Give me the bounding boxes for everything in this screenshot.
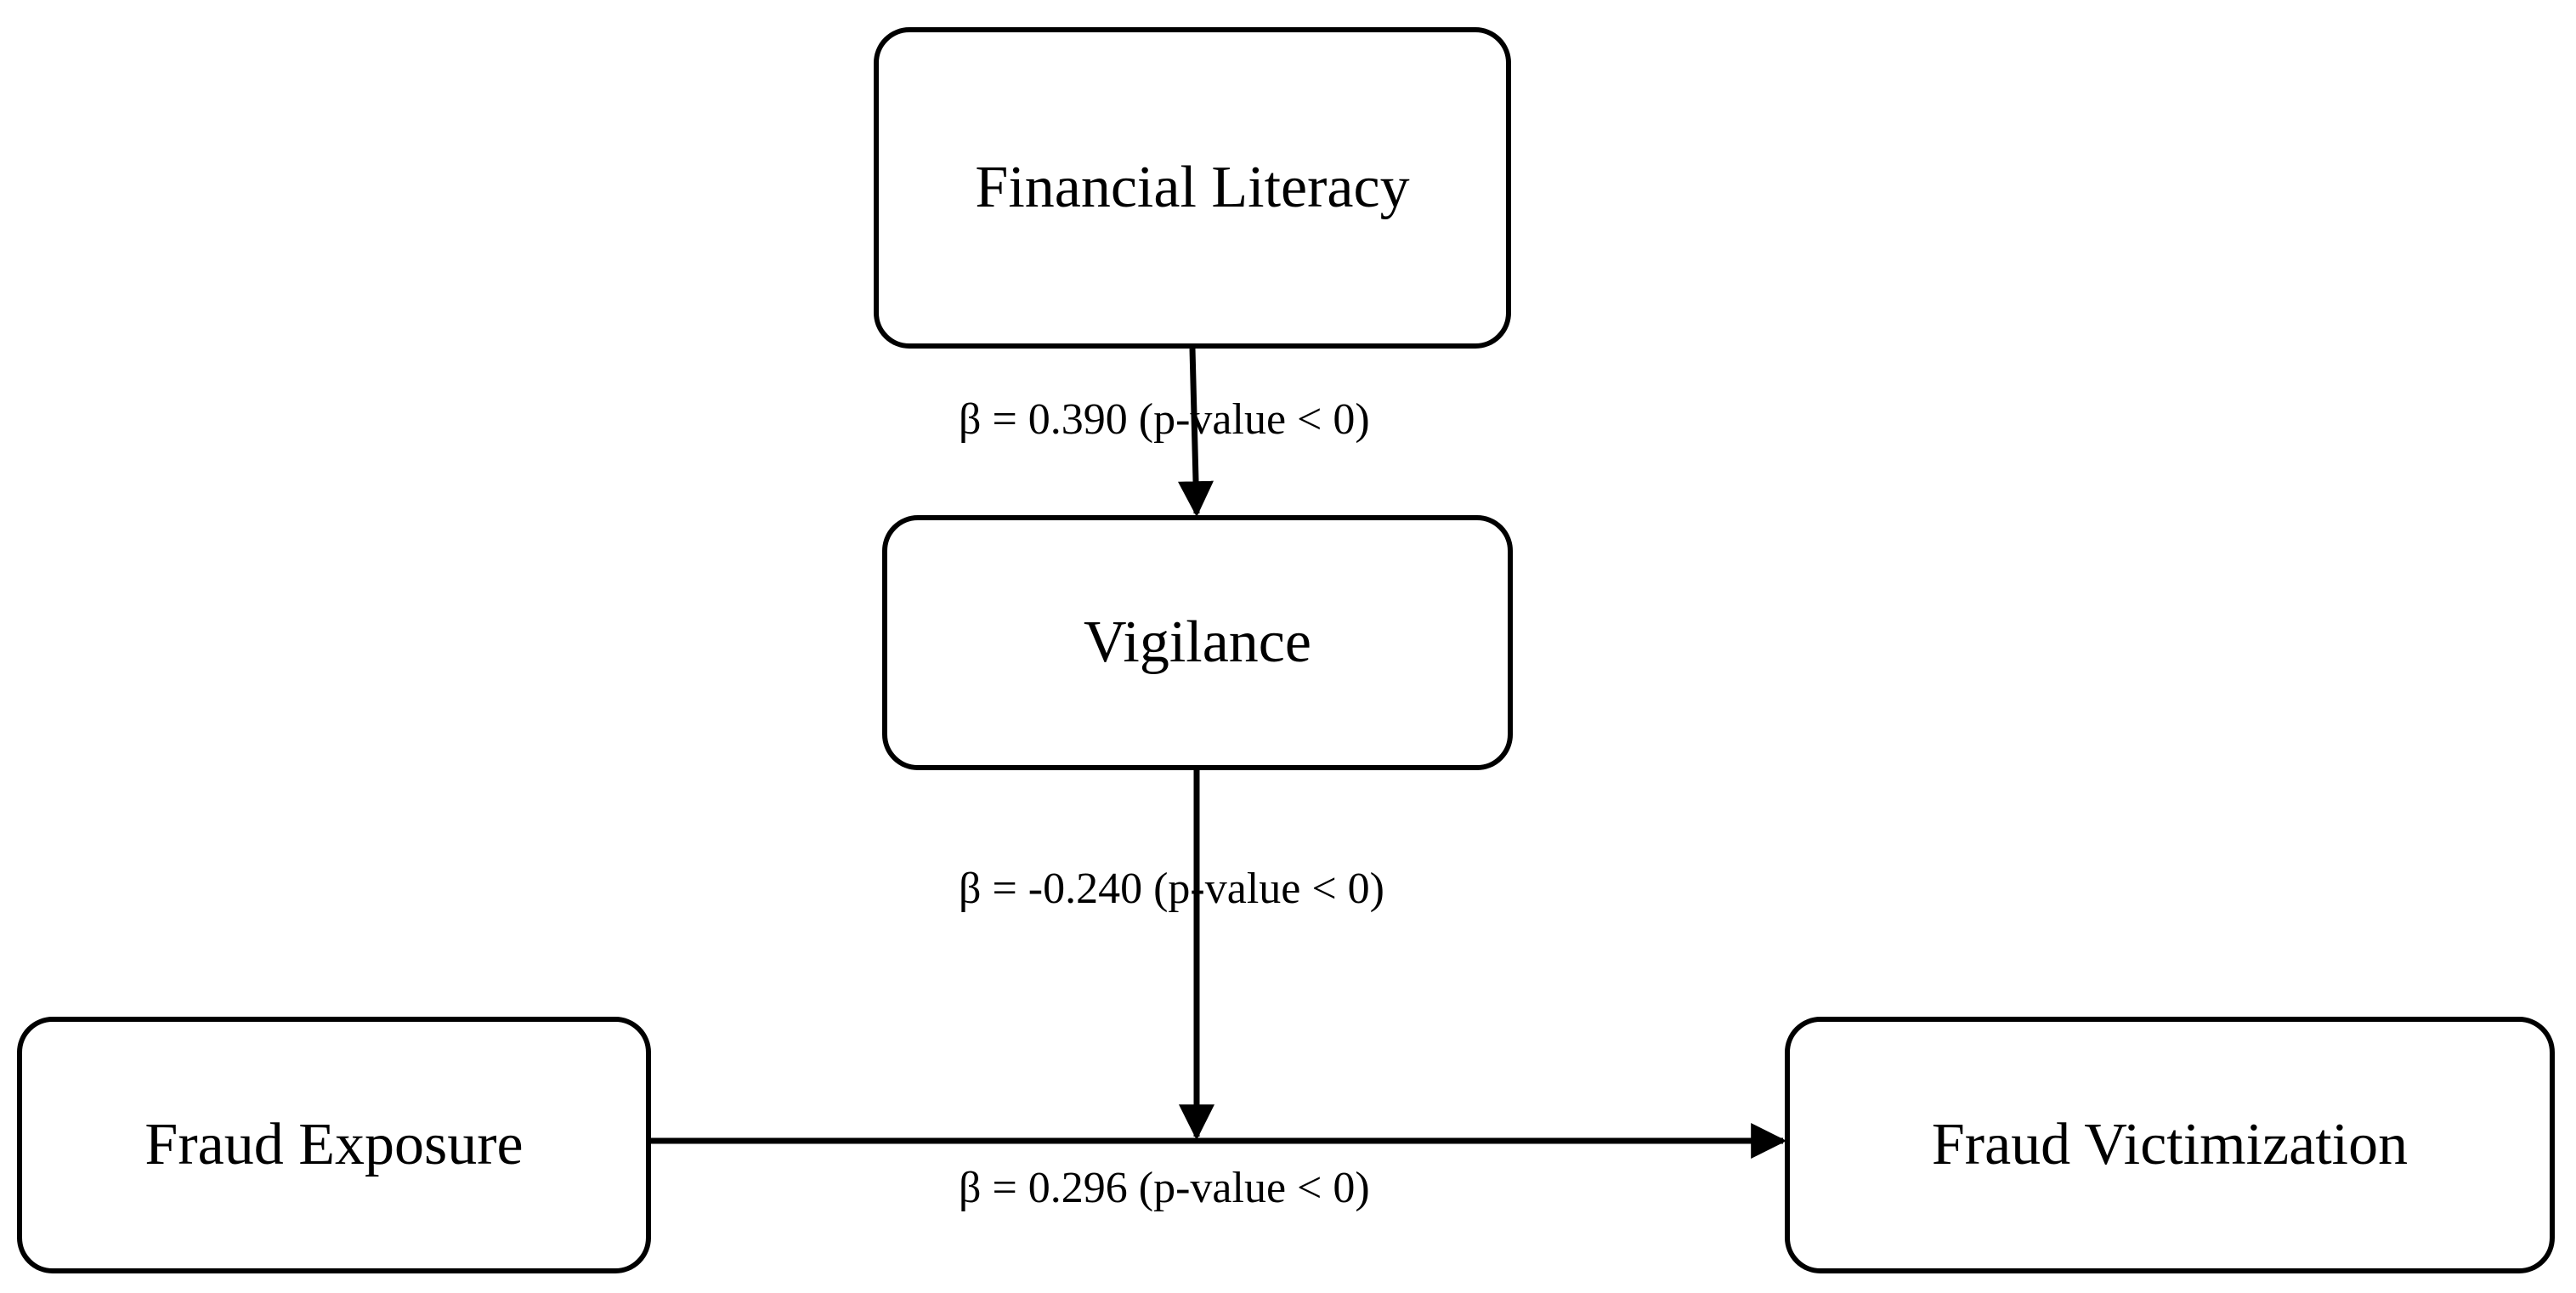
node-label: Financial Literacy xyxy=(975,155,1410,220)
arrow-financial-literacy-to-vigilance xyxy=(1178,348,1214,518)
node-label: Fraud Victimization xyxy=(1931,1112,2409,1177)
node-financial-literacy: Financial Literacy xyxy=(874,27,1511,349)
node-label: Fraud Exposure xyxy=(144,1112,524,1177)
node-fraud-victimization: Fraud Victimization xyxy=(1785,1017,2555,1273)
node-label: Vigilance xyxy=(1084,610,1311,675)
edge-label-vigilance-moderation: β = -0.240 (p-value < 0) xyxy=(959,865,1384,913)
edge-label-fraud-exposure-victimization: β = 0.296 (p-value < 0) xyxy=(959,1164,1370,1212)
edge-label-financial-literacy-vigilance: β = 0.390 (p-value < 0) xyxy=(959,395,1370,444)
node-vigilance: Vigilance xyxy=(882,515,1513,770)
node-fraud-exposure: Fraud Exposure xyxy=(17,1017,651,1273)
